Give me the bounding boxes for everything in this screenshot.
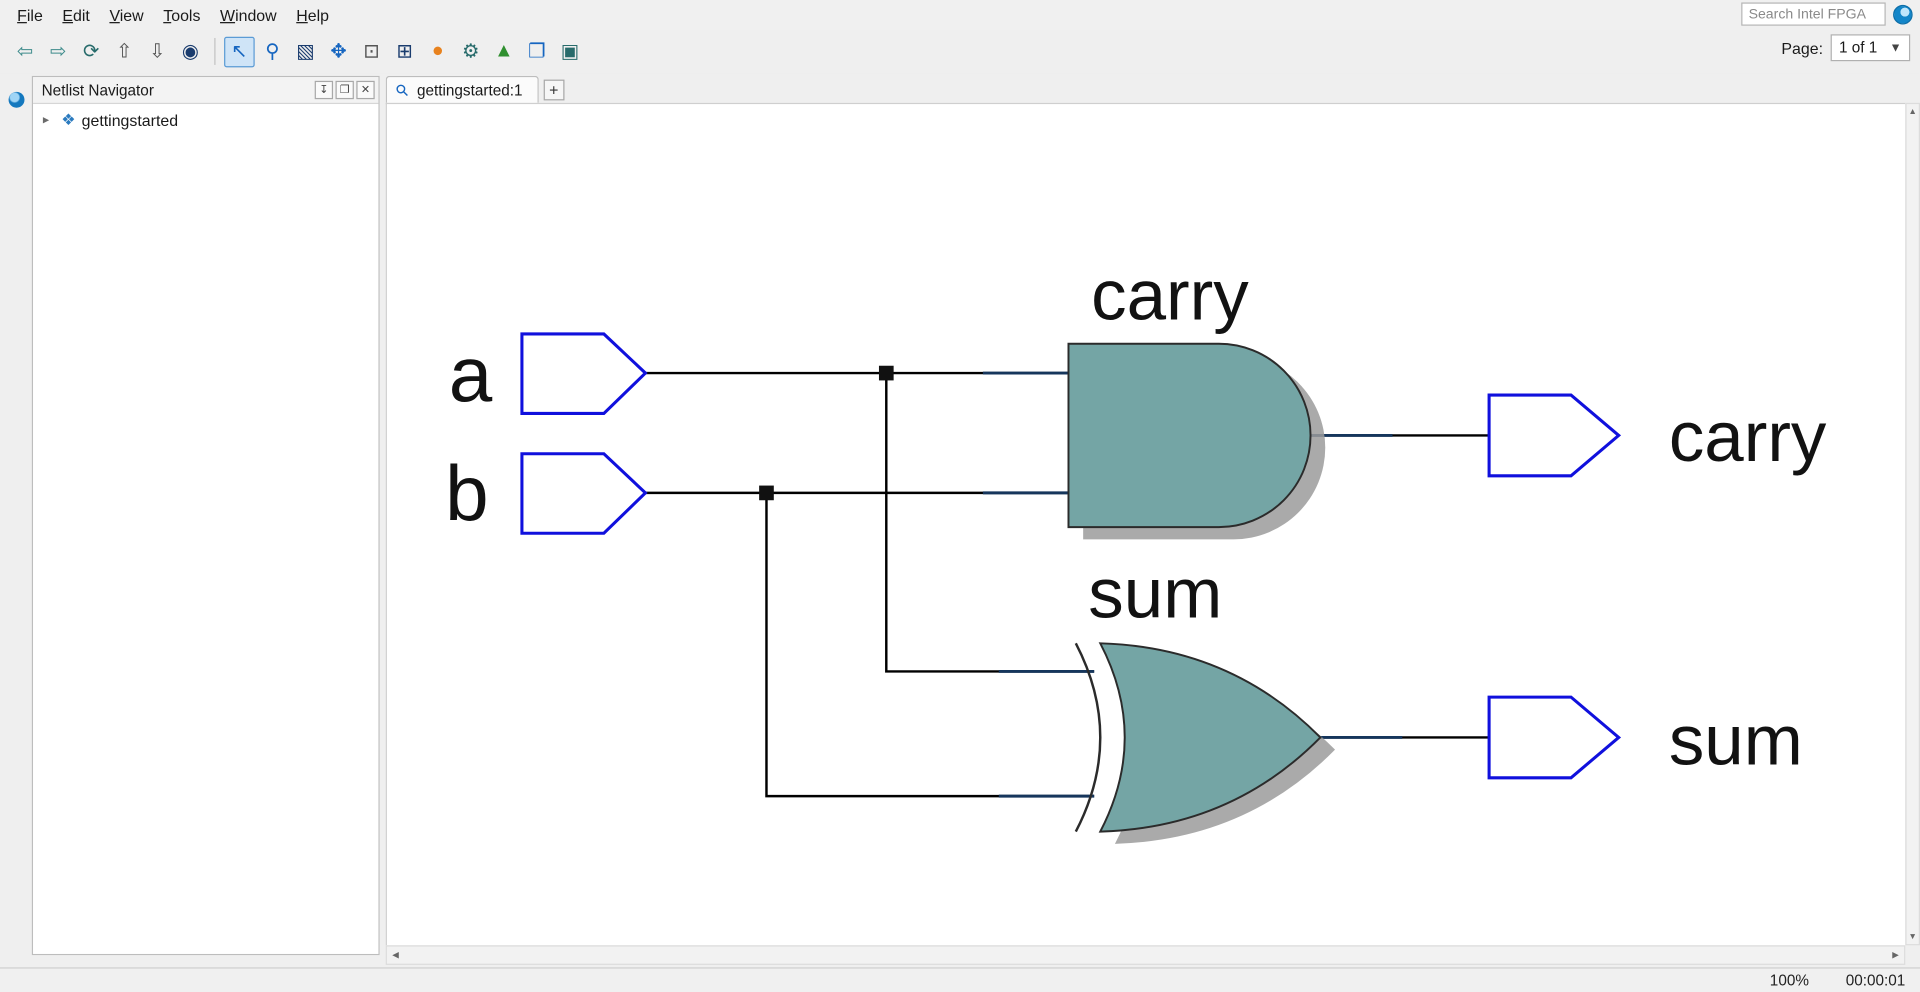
scroll-down-icon[interactable]: ▼ <box>1908 932 1917 942</box>
toolbar: ⇦ ⇨ ⟳ ⇧ ⇩ ◉ ↖ ⚲ ▧ ✥ ⊡ ⊞ ● ⚙ ▲ ❐ ▣ <box>0 29 1920 74</box>
schematic-svg: a b carry sum carry sum <box>445 256 1827 844</box>
tab-bar: ⚲ gettingstarted:1 + <box>385 75 1920 103</box>
menu-bar: File Edit View Tools Window Help <box>0 0 1920 30</box>
and-gate-label: carry <box>1091 256 1249 335</box>
netlist-tree: ▸ ❖ gettingstarted <box>33 104 379 954</box>
vertical-scrollbar[interactable]: ▲ ▼ <box>1905 102 1920 946</box>
schematic-canvas[interactable]: a b carry sum carry sum <box>385 102 1906 946</box>
zoom-tool-icon[interactable]: ⚲ <box>265 41 280 63</box>
settings-icon[interactable]: ⚙ <box>462 41 480 63</box>
output-carry-label: carry <box>1669 398 1827 477</box>
refresh-netlist-icon[interactable]: ⟳ <box>83 41 100 63</box>
pin-panel-icon[interactable]: ↧ <box>314 80 334 100</box>
output-port-sum[interactable] <box>1487 695 1622 780</box>
report-icon[interactable]: ▲ <box>494 40 514 62</box>
hierarchy-icon[interactable]: ⊞ <box>396 41 413 63</box>
xor-gate-input-arc <box>1074 642 1102 833</box>
menu-window[interactable]: Window <box>220 5 277 24</box>
back-icon[interactable]: ⇦ <box>16 41 34 63</box>
tab-gettingstarted-1[interactable]: ⚲ gettingstarted:1 <box>385 75 539 103</box>
input-b-label: b <box>445 449 489 537</box>
elapsed-time: 00:00:01 <box>1845 971 1906 989</box>
dock-indicator-icon[interactable] <box>7 91 24 108</box>
account-icon[interactable] <box>1893 4 1913 24</box>
module-icon: ❖ <box>61 110 76 129</box>
menu-file[interactable]: File <box>17 5 43 24</box>
select-tool-icon[interactable]: ↖ <box>224 36 255 67</box>
wire-junction <box>759 485 774 501</box>
zoom-level: 100% <box>1769 971 1809 989</box>
toolbar-separator <box>214 37 216 65</box>
and-gate-carry[interactable] <box>1067 342 1312 529</box>
xor-gate-sum[interactable] <box>1098 642 1322 833</box>
netlist-tab-icon: ⚲ <box>391 78 413 101</box>
output-port-carry[interactable] <box>1487 393 1622 478</box>
left-dock-strip <box>0 75 32 965</box>
tab-label: gettingstarted:1 <box>416 81 523 99</box>
collapse-down-icon[interactable]: ⇩ <box>149 41 166 63</box>
menu-edit[interactable]: Edit <box>62 5 90 24</box>
tree-item-gettingstarted[interactable]: ▸ ❖ gettingstarted <box>33 104 378 135</box>
search-input[interactable] <box>1741 2 1886 26</box>
new-tab-button[interactable]: + <box>543 79 565 101</box>
scroll-left-icon[interactable]: ◀ <box>392 951 399 960</box>
xor-gate-label: sum <box>1088 555 1222 634</box>
horizontal-scrollbar[interactable]: ◀ ▶ <box>385 945 1906 965</box>
input-a-label: a <box>449 330 493 418</box>
page-label: Page: <box>1781 38 1824 57</box>
netlist-navigator-header: Netlist Navigator ↧ ❐ ✕ <box>33 77 379 105</box>
close-panel-icon[interactable]: ✕ <box>356 80 375 100</box>
menu-help[interactable]: Help <box>296 5 330 24</box>
menu-tools[interactable]: Tools <box>163 5 201 24</box>
status-bar: 100% 00:00:01 <box>0 967 1920 992</box>
zoom-area-icon[interactable]: ▧ <box>296 41 315 63</box>
expand-arrow-icon[interactable]: ▸ <box>42 113 50 127</box>
copy-pages-icon[interactable]: ❐ <box>528 41 546 63</box>
pan-tool-icon[interactable]: ✥ <box>330 41 347 63</box>
page-select[interactable]: 1 of 1 ▼ <box>1830 34 1911 62</box>
menu-view[interactable]: View <box>109 5 144 24</box>
image-icon[interactable]: ▣ <box>560 41 580 63</box>
float-panel-icon[interactable]: ❐ <box>335 80 354 100</box>
world-icon[interactable]: ● <box>431 40 444 62</box>
page-select-value: 1 of 1 <box>1838 39 1878 57</box>
fit-view-icon[interactable]: ⊡ <box>363 41 380 63</box>
scroll-right-icon[interactable]: ▶ <box>1892 951 1899 960</box>
find-icon[interactable]: ◉ <box>181 41 199 63</box>
scroll-up-icon[interactable]: ▲ <box>1908 107 1917 116</box>
input-port-a[interactable] <box>520 332 648 415</box>
output-sum-label: sum <box>1669 701 1803 780</box>
tree-item-label: gettingstarted <box>81 110 179 130</box>
chevron-down-icon: ▼ <box>1889 41 1902 55</box>
input-port-b[interactable] <box>520 452 648 535</box>
expand-up-icon[interactable]: ⇧ <box>116 41 133 63</box>
wire-junction <box>878 365 894 381</box>
netlist-navigator-panel: Netlist Navigator ↧ ❐ ✕ ▸ ❖ gettingstart… <box>31 75 380 956</box>
forward-icon[interactable]: ⇨ <box>49 41 67 63</box>
netlist-navigator-title: Netlist Navigator <box>41 81 154 99</box>
